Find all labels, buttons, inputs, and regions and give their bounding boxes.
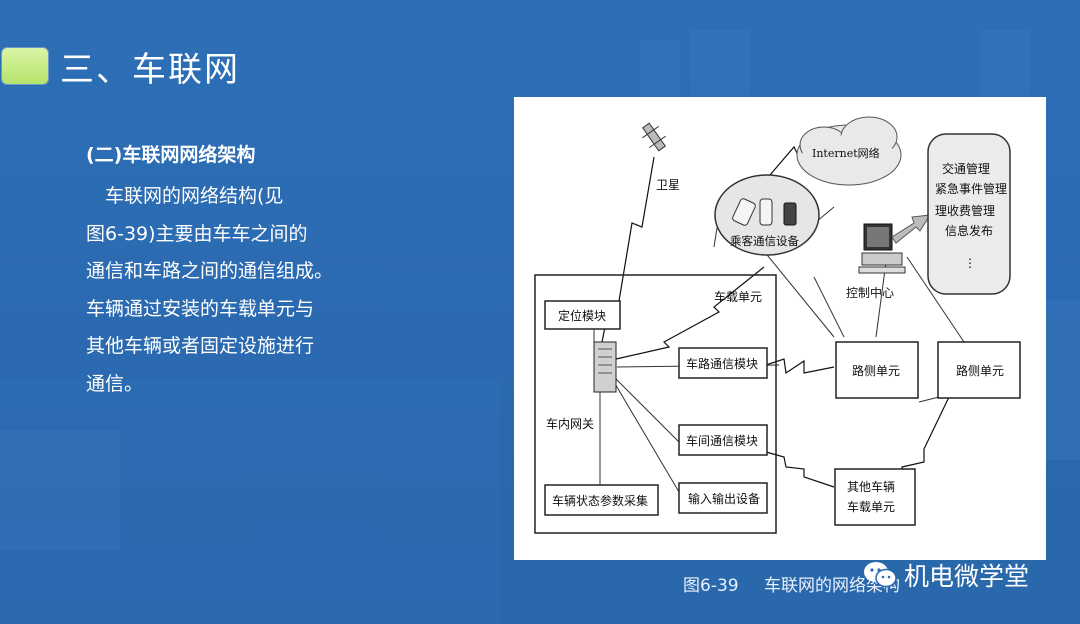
text-block: (二)车联网网络架构 车联网的网络结构(见 图6-39)主要由车车之间的 通信和…	[86, 140, 376, 403]
watermark-text: 机电微学堂	[904, 562, 1030, 591]
roadside-unit-box	[937, 341, 1021, 399]
v2v-module-box	[678, 424, 768, 456]
management-item: 信息发布	[945, 223, 993, 238]
management-box	[927, 133, 1011, 295]
roadside-unit-label: 路侧单元	[956, 363, 1004, 378]
body-line: 图6-39)主要由车车之间的	[86, 222, 308, 245]
roadside-unit-label: 路侧单元	[852, 363, 900, 378]
gateway-icon	[593, 341, 617, 393]
positioning-module-label: 定位模块	[558, 308, 606, 323]
title-marker	[2, 48, 48, 84]
status-collection-box	[544, 484, 659, 516]
satellite-label: 卫星	[656, 178, 680, 192]
computer-icon	[858, 223, 906, 274]
figure-caption: 图6-39 车联网的网络架构	[683, 571, 920, 596]
positioning-module-box	[544, 300, 621, 330]
roadside-unit-box	[835, 341, 919, 399]
body-line: 通信和车路之间的通信组成。	[86, 260, 334, 282]
watermark: 机电微学堂	[862, 558, 1029, 592]
management-item: 交通管理	[942, 161, 990, 176]
body-line: 车辆通过安装的车载单元与	[86, 297, 315, 320]
section-heading: (二)车联网网络架构	[86, 144, 256, 166]
passenger-device-label: 乘客通信设备	[730, 234, 799, 248]
body-line: 车联网的网络结构(见	[86, 185, 284, 207]
internet-label: Internet网络	[812, 146, 880, 160]
v2r-module-label: 车路通信模块	[686, 356, 758, 371]
caption-number: 图6-39	[683, 576, 739, 596]
other-vehicle-box	[834, 468, 916, 526]
v2r-module-box	[678, 347, 768, 379]
arrow-icon	[891, 214, 931, 244]
satellite-icon	[641, 122, 667, 152]
management-item: 紧急事件管理	[935, 181, 1007, 196]
management-item: 理收费管理	[935, 203, 995, 218]
management-item: ⋮	[964, 256, 976, 270]
body-line: 其他车辆或者固定设施进行	[86, 335, 315, 357]
control-center-label: 控制中心	[846, 285, 894, 300]
in-vehicle-gateway-label: 车内网关	[546, 416, 594, 431]
wechat-icon	[864, 562, 897, 588]
io-device-box	[678, 482, 768, 514]
onboard-unit-frame	[534, 274, 777, 534]
io-device-label: 输入输出设备	[688, 491, 760, 506]
slide-title: 三、车联网	[60, 50, 240, 90]
other-vehicle-label: 车载单元	[847, 499, 895, 514]
v2v-module-label: 车间通信模块	[686, 433, 758, 448]
other-vehicle-label: 其他车辆	[847, 479, 895, 494]
onboard-unit-label: 车载单元	[714, 289, 762, 304]
network-architecture-diagram: 卫星 Internet网络 乘客通信设备 控制中心 交通管理	[514, 97, 1046, 560]
cloud-icon	[796, 116, 902, 186]
status-collection-label: 车辆状态参数采集	[552, 493, 648, 508]
body-line: 通信。	[86, 372, 144, 395]
body-paragraph: 车联网的网络结构(见 图6-39)主要由车车之间的 通信和车路之间的通信组成。 …	[86, 178, 376, 403]
phone-icon	[732, 198, 797, 226]
caption-title: 车联网的网络架构	[764, 576, 900, 596]
